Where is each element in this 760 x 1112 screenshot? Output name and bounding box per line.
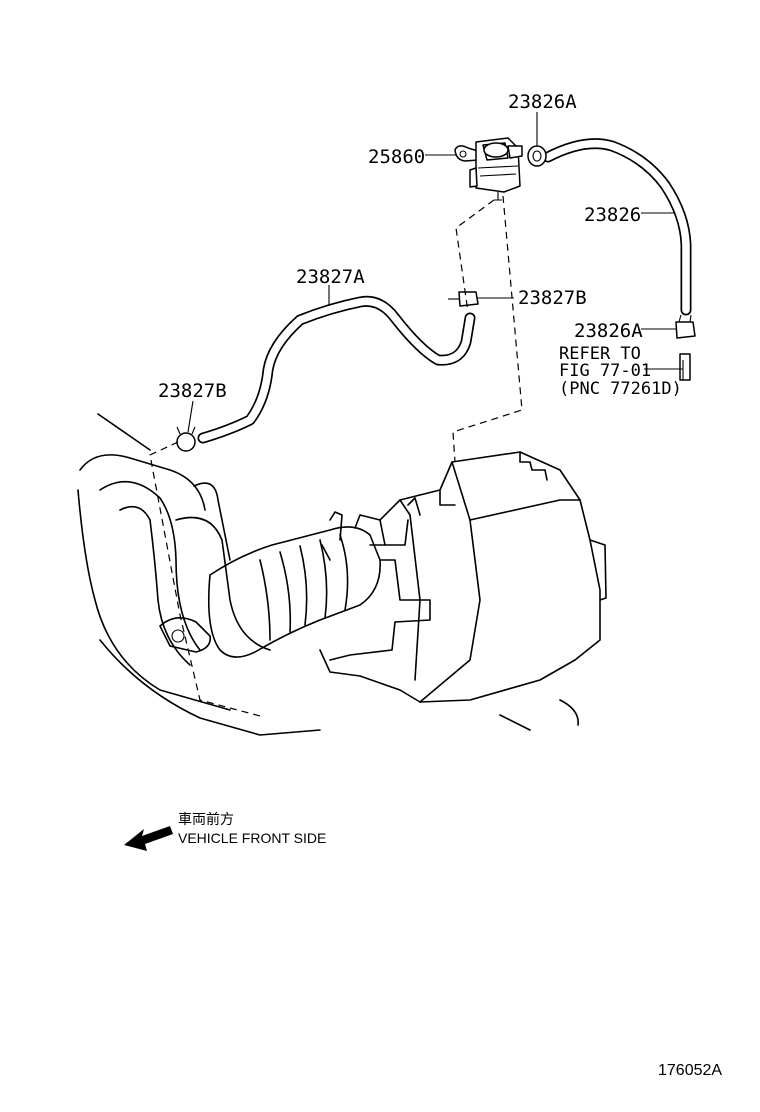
direction-japanese: 車両前方 bbox=[178, 811, 234, 828]
connection-routing bbox=[149, 195, 523, 717]
clip-23827b-mid bbox=[448, 291, 479, 307]
callout-23827a: 23827A bbox=[296, 266, 365, 288]
callout-25860: 25860 bbox=[368, 146, 425, 168]
hose-23827a bbox=[197, 295, 476, 444]
front-arrow-icon bbox=[124, 826, 173, 851]
direction-english: VEHICLE FRONT SIDE bbox=[178, 830, 326, 846]
callout-23827b-left: 23827B bbox=[158, 380, 227, 402]
pipe-end-right bbox=[679, 353, 691, 381]
clip-23827b-left bbox=[176, 426, 196, 452]
vsv-25860 bbox=[454, 137, 523, 201]
reference-line-1: REFER TO bbox=[559, 344, 641, 364]
reference-line-2: FIG 77-01 bbox=[559, 361, 651, 381]
leader-lines bbox=[187, 112, 684, 433]
callout-23826a-upper: 23826A bbox=[508, 91, 577, 113]
callout-23826a-right: 23826A bbox=[574, 320, 643, 342]
hose-23826 bbox=[542, 138, 692, 316]
callout-23827b-mid: 23827B bbox=[518, 287, 587, 309]
figure-code: 176052A bbox=[658, 1062, 722, 1079]
reference-line-3: (PNC 77261D) bbox=[559, 379, 682, 399]
callout-23826: 23826 bbox=[584, 204, 641, 226]
clip-23826a-right bbox=[675, 314, 696, 339]
engine-assembly bbox=[77, 413, 607, 736]
clip-23826a-upper bbox=[527, 145, 547, 167]
